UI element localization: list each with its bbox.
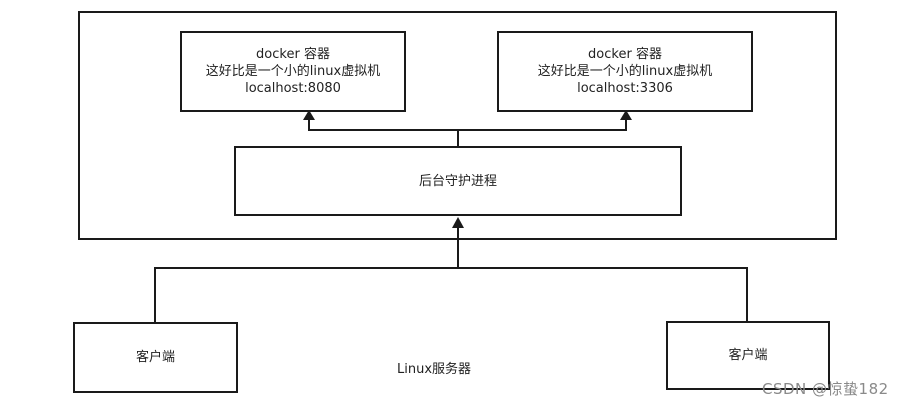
linux-server-label: Linux服务器 <box>397 362 472 377</box>
container-address: localhost:8080 <box>245 81 341 96</box>
csdn-watermark: CSDN @惊蛰182 <box>762 380 889 398</box>
client-label: 客户端 <box>728 348 768 363</box>
container-title: docker 容器 <box>588 47 662 62</box>
container-description: 这好比是一个小的linux虚拟机 <box>205 64 381 79</box>
client-box-right: 客户端 <box>666 321 830 390</box>
daemon-label: 后台守护进程 <box>418 173 497 189</box>
arrow-to-container-right <box>620 110 632 120</box>
daemon-to-container-right-line <box>458 116 627 131</box>
client-right-line <box>458 267 748 322</box>
docker-container-left: docker 容器 这好比是一个小的linux虚拟机 localhost:808… <box>180 31 406 112</box>
docker-container-right: docker 容器 这好比是一个小的linux虚拟机 localhost:330… <box>497 31 753 112</box>
arrow-to-container-left <box>303 110 315 120</box>
client-box-left: 客户端 <box>73 322 238 393</box>
client-label: 客户端 <box>135 350 175 365</box>
container-address: localhost:3306 <box>577 81 673 96</box>
arrow-to-daemon <box>452 217 464 228</box>
client-left-line <box>154 267 458 322</box>
daemon-to-containers-line <box>308 116 459 146</box>
daemon-box: 后台守护进程 <box>234 146 682 216</box>
container-description: 这好比是一个小的linux虚拟机 <box>537 64 713 79</box>
container-title: docker 容器 <box>256 47 330 62</box>
